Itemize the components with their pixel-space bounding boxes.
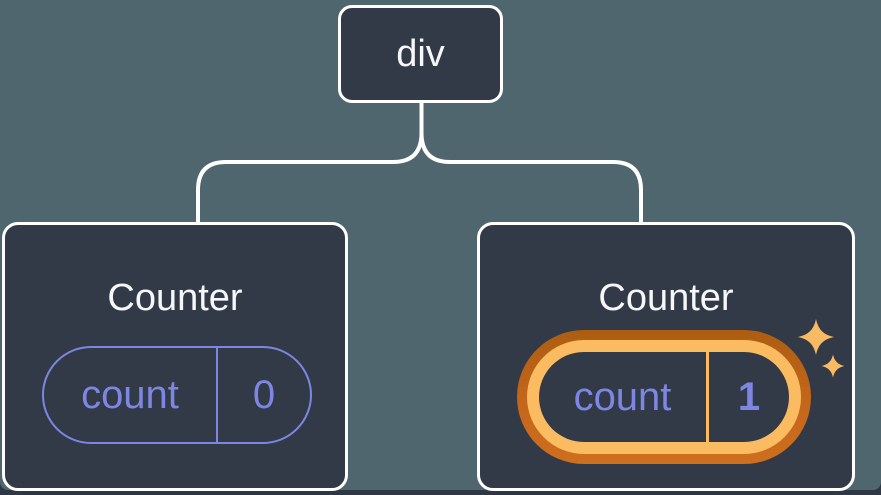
counter-node-left: Counter count 0 [2,222,348,491]
highlight-ring: count 1 [517,330,811,464]
counter-node-right: Counter count 1 [477,222,855,491]
state-value: 1 [737,374,761,419]
counter-title: Counter [107,277,243,319]
sparkles-icon [798,319,845,378]
state-value: 0 [252,372,276,417]
state-key-label: count [44,348,218,442]
state-pill: count 0 [42,346,312,444]
state-key-label: count [539,352,709,442]
counter-title: Counter [598,277,734,319]
root-node-label: div [396,32,445,75]
state-pill-highlighted: count 1 [539,352,789,442]
root-node: div [338,5,503,103]
connector-root-to-left [196,103,424,223]
highlight-ring-inner: count 1 [527,340,801,454]
small-sparkle [821,354,845,378]
connector-root-to-right [419,103,643,223]
